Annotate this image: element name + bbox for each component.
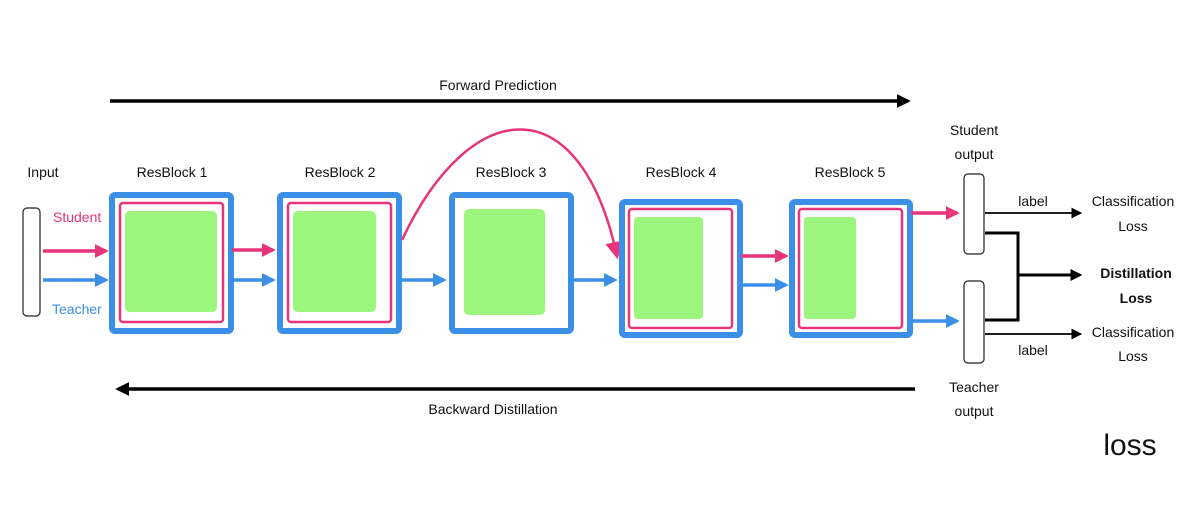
resblock-3-label: ResBlock 3 bbox=[476, 164, 547, 180]
resblock-1-student-frame bbox=[118, 201, 225, 324]
input-teacher-label: Teacher bbox=[52, 301, 102, 317]
loss-footer-text: loss bbox=[1103, 429, 1156, 462]
classification-loss-bottom-line2: Loss bbox=[1118, 348, 1148, 364]
student-skip-arrow bbox=[400, 128, 623, 260]
input-box bbox=[22, 207, 41, 317]
teacher-output-line1: Teacher bbox=[949, 379, 999, 395]
label-top: label bbox=[1018, 193, 1048, 209]
resblock-5-feature bbox=[804, 217, 856, 319]
resblock-4-feature bbox=[634, 217, 703, 319]
resblock-3-feature bbox=[464, 209, 545, 315]
classification-loss-bottom-line1: Classification bbox=[1092, 324, 1174, 340]
resblock-3-teacher-frame bbox=[449, 192, 574, 334]
resblock-4-teacher-frame bbox=[619, 199, 743, 338]
distillation-loss-line2: Loss bbox=[1120, 290, 1153, 306]
student-output-line2: output bbox=[955, 146, 994, 162]
classification-loss-top-line2: Loss bbox=[1118, 218, 1148, 234]
input-student-label: Student bbox=[53, 209, 101, 225]
forward-prediction-label: Forward Prediction bbox=[439, 77, 557, 93]
resblock-4-student-frame bbox=[627, 207, 734, 330]
resblock-2-feature bbox=[293, 211, 376, 312]
resblock-4-label: ResBlock 4 bbox=[646, 164, 717, 180]
label-bottom: label bbox=[1018, 342, 1048, 358]
resblock-1-teacher-frame bbox=[109, 192, 234, 334]
student-output-line1: Student bbox=[950, 122, 998, 138]
teacher-output-line2: output bbox=[955, 403, 994, 419]
resblock-1-feature bbox=[125, 211, 217, 312]
resblock-5-teacher-frame bbox=[789, 199, 913, 338]
student-output-box bbox=[963, 173, 985, 255]
classification-loss-top-line1: Classification bbox=[1092, 193, 1174, 209]
resblock-2-student-frame bbox=[286, 201, 393, 324]
input-label: Input bbox=[27, 164, 58, 180]
resblock-1-label: ResBlock 1 bbox=[137, 164, 208, 180]
teacher-output-box bbox=[963, 280, 985, 364]
resblock-5-student-frame bbox=[797, 207, 904, 330]
resblock-5-label: ResBlock 5 bbox=[815, 164, 886, 180]
resblock-2-teacher-frame bbox=[277, 192, 402, 334]
resblock-2-label: ResBlock 2 bbox=[305, 164, 376, 180]
backward-distillation-label: Backward Distillation bbox=[428, 401, 557, 417]
distillation-loss-line1: Distillation bbox=[1100, 265, 1172, 281]
distillation-connector bbox=[985, 231, 1020, 322]
